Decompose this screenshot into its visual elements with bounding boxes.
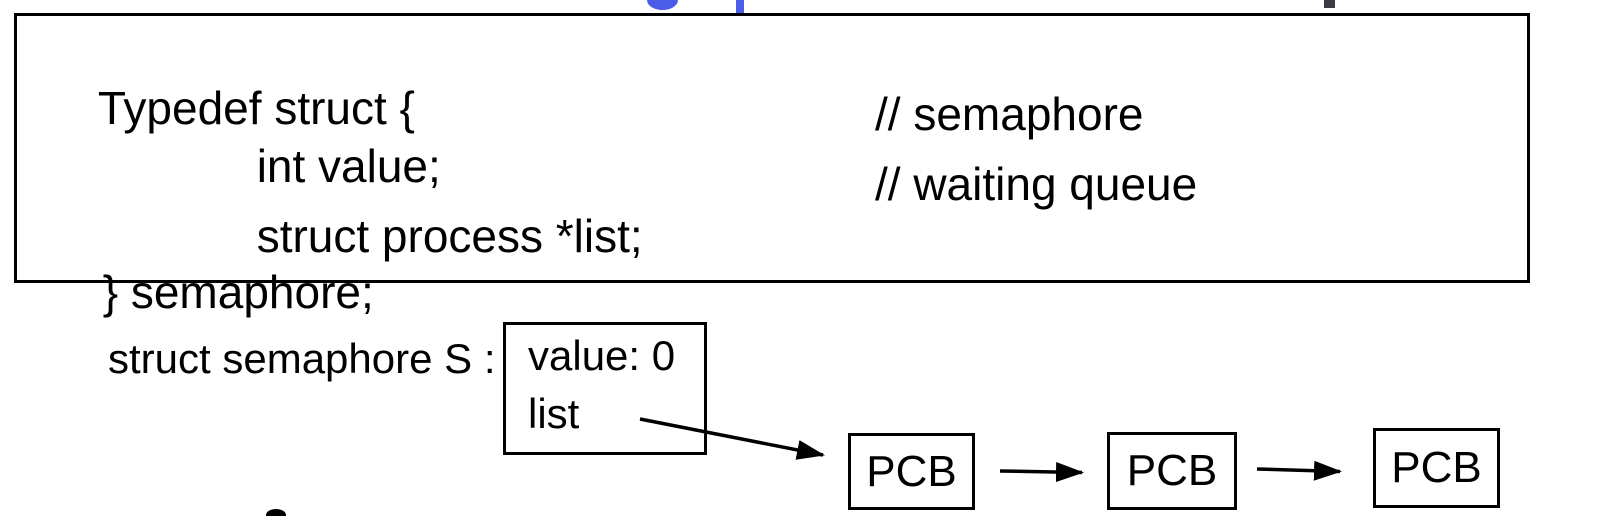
- code-line-struct-process-list: struct process *list; // waiting queue: [180, 158, 1520, 366]
- code-line-typedef-close: } semaphore;: [26, 214, 374, 370]
- code-text: int value;: [256, 140, 441, 192]
- cutoff-title-descender-p: [736, 0, 744, 15]
- code-text: Typedef struct {: [97, 82, 415, 134]
- semaphore-struct-box: value: 0 list: [503, 322, 707, 455]
- pcb-node-2: PCB: [1107, 432, 1237, 510]
- cutoff-title-descender-dark: [1324, 0, 1335, 8]
- arrow-pcb2-to-pcb3: [1256, 460, 1342, 481]
- code-line-int-value: int value; // semaphore: [180, 88, 1520, 296]
- arrow-pcb1-to-pcb2: [999, 462, 1084, 483]
- semaphore-typedef-code-box: Typedef struct { int value; // semaphore…: [14, 13, 1530, 318]
- pcb-label: PCB: [1391, 443, 1482, 492]
- cutoff-bottom-letter-fragment: [266, 509, 286, 516]
- code-text: struct process *list;: [256, 210, 643, 262]
- pcb-label: PCB: [1126, 446, 1218, 495]
- code-comment-waiting-queue: // waiting queue: [875, 158, 1198, 210]
- code-line-typedef-open: Typedef struct {: [22, 30, 415, 186]
- pcb-node-1: PCB: [848, 433, 975, 510]
- list-field: list: [528, 390, 580, 437]
- pcb-label: PCB: [866, 446, 957, 496]
- cutoff-title-descender-g: [647, 0, 678, 10]
- code-text: } semaphore;: [102, 266, 374, 318]
- pcb-node-3: PCB: [1373, 428, 1500, 508]
- instance-label: struct semaphore S :: [108, 335, 496, 382]
- code-comment-semaphore: // semaphore: [875, 88, 1144, 140]
- value-field: value: 0: [528, 332, 676, 379]
